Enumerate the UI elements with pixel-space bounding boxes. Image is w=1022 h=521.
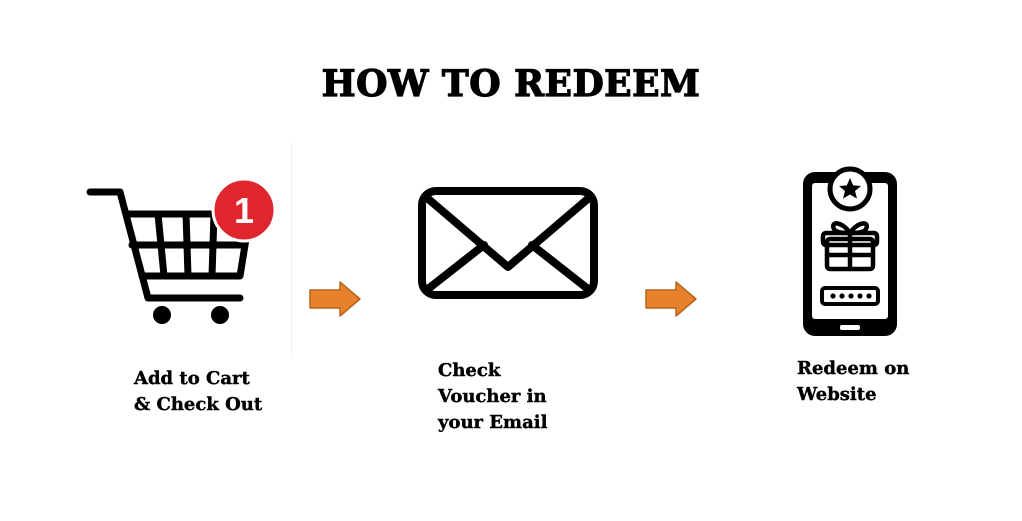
envelope-icon: [418, 187, 598, 299]
arrow-right-icon: [645, 281, 697, 317]
svg-text:1: 1: [234, 190, 254, 231]
divider: [291, 143, 292, 358]
step-label-check-voucher: Check Voucher in your Email: [438, 360, 548, 433]
step-label-redeem-website: Redeem on Website: [797, 358, 910, 405]
phone-gift-voucher-icon: [803, 166, 897, 336]
step-label-add-to-cart: Add to Cart & Check Out: [134, 368, 263, 415]
arrow-right-icon: [309, 281, 361, 317]
page-title: HOW TO REDEEM: [321, 62, 701, 105]
cart-count-badge: 1: [211, 177, 277, 243]
shopping-cart-icon: 1: [86, 177, 277, 324]
